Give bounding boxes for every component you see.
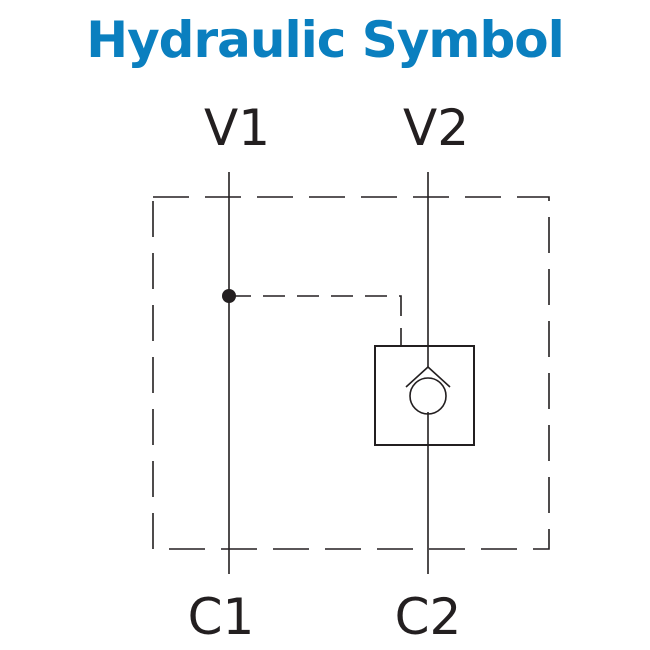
junction-dot xyxy=(222,289,236,303)
port-label-v1: V1 xyxy=(204,99,270,157)
check-valve-ball xyxy=(409,377,447,415)
check-valve-seat xyxy=(405,365,451,388)
valve-envelope xyxy=(152,196,550,550)
port-label-v2: V2 xyxy=(403,99,469,157)
check-valve-box xyxy=(374,345,475,446)
pilot-line xyxy=(229,295,402,346)
port-label-c1: C1 xyxy=(188,588,255,646)
page-title: Hydraulic Symbol xyxy=(86,11,565,69)
port-label-c2: C2 xyxy=(395,588,462,646)
